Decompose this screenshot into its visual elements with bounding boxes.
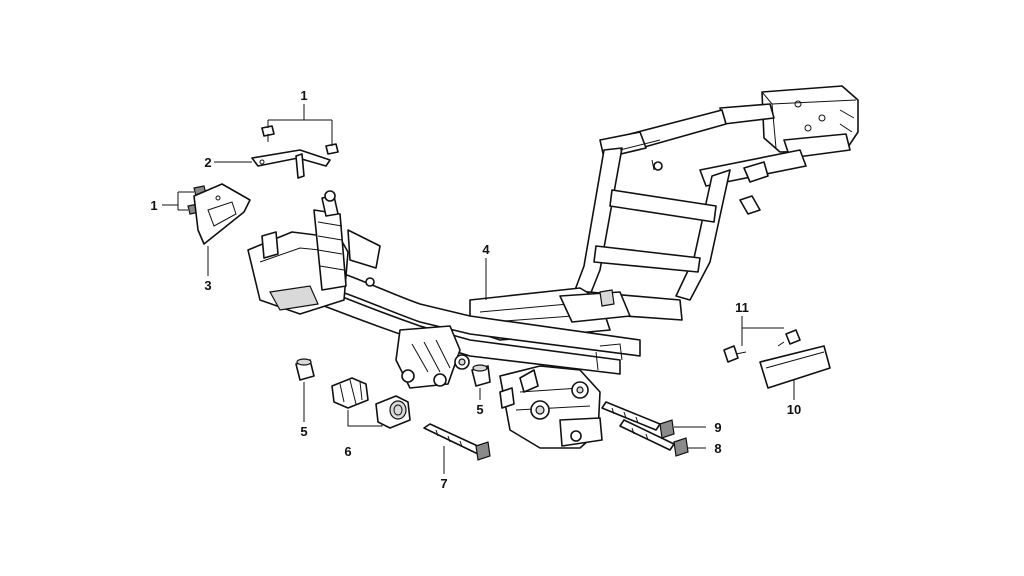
leader-lines bbox=[162, 104, 795, 474]
part-5-collar-right bbox=[471, 364, 491, 387]
part-1-bolts-top bbox=[261, 125, 339, 155]
part-8-bolt bbox=[619, 419, 689, 457]
main-frame bbox=[247, 85, 859, 449]
callout-5-right: 5 bbox=[476, 402, 483, 417]
part-5-collar-left bbox=[295, 358, 315, 381]
callout-6: 6 bbox=[344, 444, 351, 459]
callout-1-left: 1 bbox=[150, 198, 157, 213]
part-9-bolt bbox=[601, 401, 675, 439]
callout-labels: 1 2 1 3 4 5 5 6 7 8 9 10 11 bbox=[150, 88, 801, 491]
callout-7: 7 bbox=[440, 476, 447, 491]
callout-10: 10 bbox=[787, 402, 801, 417]
part-6-bushings bbox=[331, 377, 411, 429]
callout-1-top: 1 bbox=[300, 88, 307, 103]
callout-8: 8 bbox=[714, 441, 721, 456]
callout-4: 4 bbox=[482, 242, 490, 257]
callout-9: 9 bbox=[714, 420, 721, 435]
part-11-screws bbox=[723, 329, 801, 363]
part-10-plate bbox=[759, 345, 831, 389]
callout-11: 11 bbox=[735, 300, 749, 315]
callout-2: 2 bbox=[204, 155, 211, 170]
part-2-bracket bbox=[251, 149, 331, 179]
part-7-long-bolt bbox=[423, 423, 491, 461]
part-3-plate-bracket bbox=[193, 183, 251, 245]
callout-3: 3 bbox=[204, 278, 211, 293]
callout-5-left: 5 bbox=[300, 424, 307, 439]
